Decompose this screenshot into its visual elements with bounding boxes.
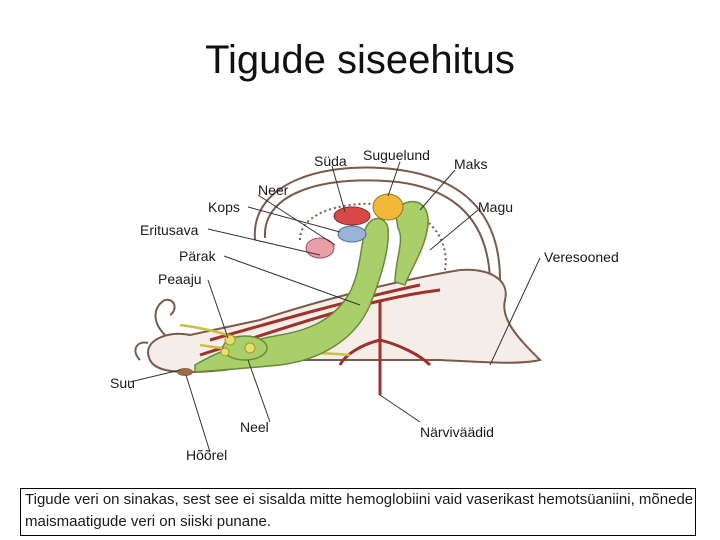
gonad (372, 193, 404, 221)
ganglia (220, 334, 256, 357)
label-neer: Neer (258, 182, 289, 198)
tentacles (134, 298, 176, 361)
label-eritusava: Eritusava (140, 222, 199, 238)
lung (337, 225, 367, 243)
label-peaaju: Peaaju (158, 271, 202, 287)
label-syda: Süda (314, 153, 347, 169)
label-magu: Magu (478, 199, 514, 215)
radula (177, 368, 193, 376)
label-kops: Kops (208, 199, 240, 215)
caption-note: Tigude veri on sinakas, sest see ei sisa… (20, 488, 696, 536)
label-suguelund: Suguelund (363, 147, 430, 163)
label-parak: Pärak (179, 248, 216, 264)
page-title: Tigude siseehitus (205, 38, 515, 82)
leader-lines (129, 161, 541, 453)
heart (333, 206, 371, 226)
label-narvivaadid: Närviväädid (420, 424, 494, 440)
label-veresooned: Veresooned (544, 249, 619, 265)
label-maks: Maks (454, 156, 488, 172)
label-suu: Suu (110, 375, 135, 391)
label-hoorel: Hõõrel (186, 447, 228, 463)
label-neel: Neel (240, 419, 269, 435)
